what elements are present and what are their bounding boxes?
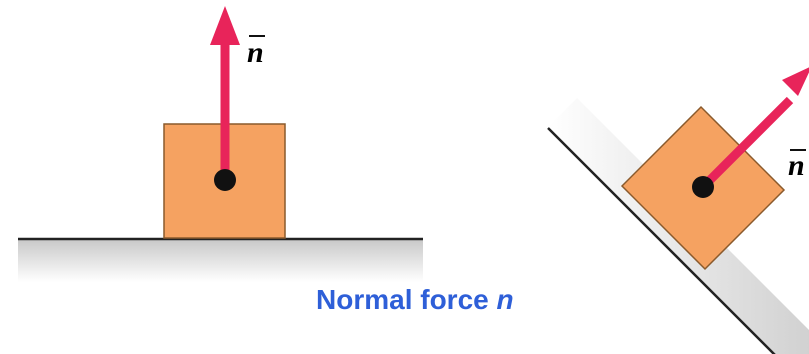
incline-line (547, 127, 776, 354)
normal-arrow-left-head (210, 6, 240, 45)
inclined-surface-scene: n (547, 67, 809, 354)
vector-label-left: n (247, 36, 264, 69)
floor-shadow (18, 240, 423, 282)
normal-arrow-right-shaft (699, 96, 794, 191)
caption-variable: n (496, 284, 514, 315)
diagram-caption: Normal force n (316, 284, 514, 316)
normal-arrow-right-head (782, 67, 809, 96)
vector-label-right: n (788, 149, 805, 182)
caption-text: Normal force (316, 284, 497, 315)
horizontal-surface-scene: n (18, 6, 423, 282)
center-dot-left (214, 169, 236, 191)
center-dot-right (692, 176, 714, 198)
